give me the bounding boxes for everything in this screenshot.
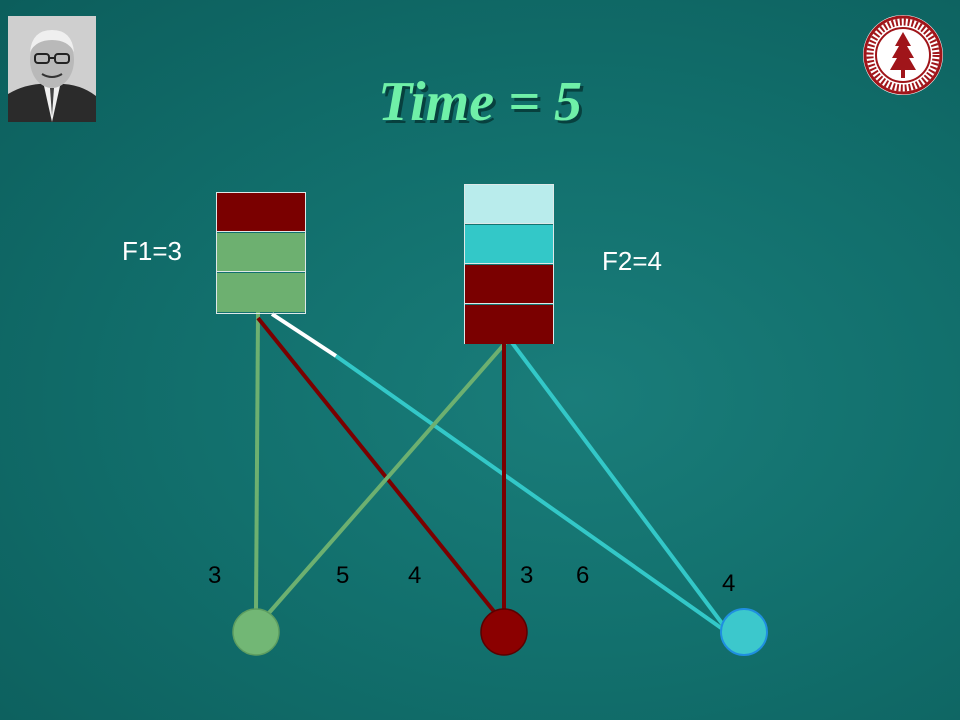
node-cyan: [720, 608, 768, 656]
line-f2-to-cyan-node: [508, 338, 726, 628]
line-f1-white-segment: [270, 312, 338, 358]
edge-label: 6: [576, 562, 590, 589]
queue-2-stack: [464, 184, 554, 344]
slide-title: Time = 5: [377, 71, 582, 133]
queue-1-stack: [216, 192, 306, 314]
edge-label: 3: [520, 562, 534, 589]
seal-icon: [863, 15, 943, 95]
queue-1-label: F1=3: [122, 236, 182, 266]
line-f2-to-green-node: [266, 338, 510, 616]
edge-label: 3: [208, 562, 222, 589]
node-red: [480, 608, 528, 656]
portrait-photo: [8, 16, 96, 122]
queue-2-slot: [465, 265, 553, 304]
queue-1-slot: [217, 233, 305, 272]
queue-2-slot: [465, 225, 553, 264]
edge-label: 5: [336, 562, 350, 589]
line-f1-to-cyan-node: [334, 354, 726, 632]
university-seal: [862, 14, 944, 96]
edge-label: 4: [408, 562, 422, 589]
node-green: [232, 608, 280, 656]
queue-1-slot: [217, 273, 305, 312]
queue-1-slot: [217, 193, 305, 232]
portrait-image: [8, 16, 96, 122]
queue-2-slot: [465, 305, 553, 344]
edge-label: 4: [722, 570, 736, 597]
queue-2-slot: [465, 185, 553, 224]
line-f1-to-red-node: [256, 316, 498, 616]
line-f1-to-green-node: [254, 311, 260, 613]
queue-2-label: F2=4: [602, 246, 662, 276]
